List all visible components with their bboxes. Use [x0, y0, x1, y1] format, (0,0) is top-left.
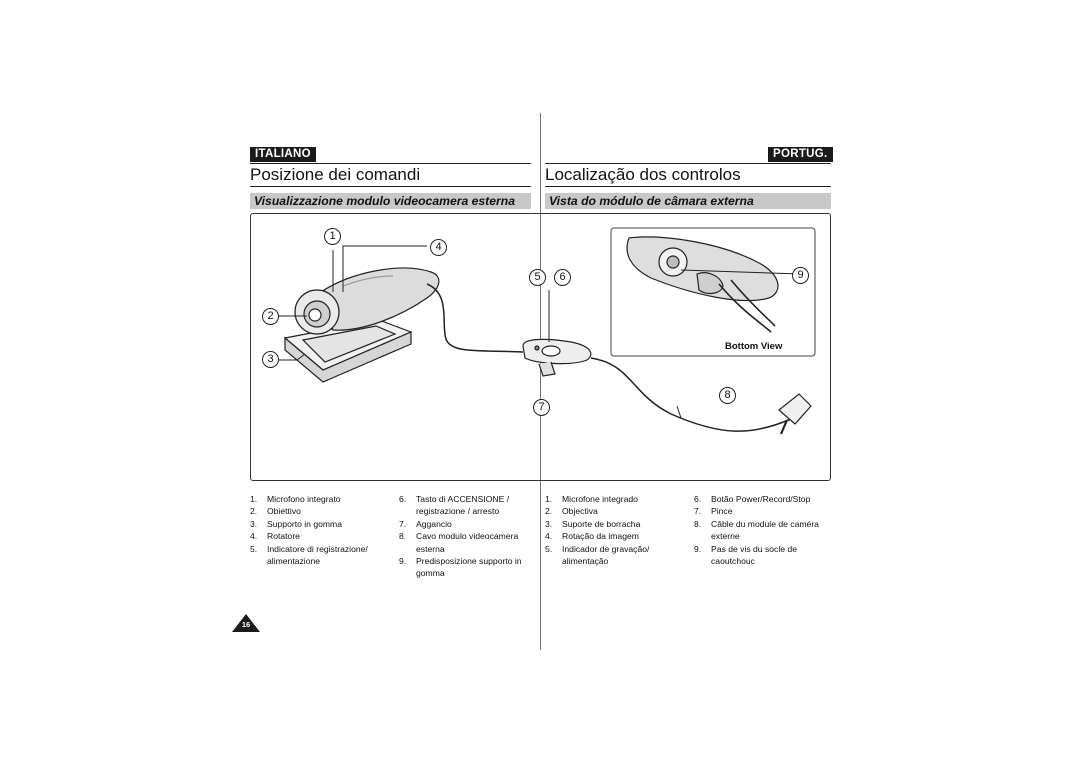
left-parts-list-2: 6.Tasto di ACCENSIONE / registrazione / … — [399, 493, 537, 580]
cable-plug — [778, 393, 812, 435]
list-item: 4.Rotatore — [250, 531, 300, 542]
callout-9: 9 — [792, 267, 809, 284]
right-page-title: Localização dos controlos — [545, 165, 741, 184]
left-parts-list-1: 1.Microfono integrato 2.Obiettivo 3.Supp… — [250, 493, 388, 567]
list-item: 1.Microfone integrado — [545, 494, 638, 504]
list-item: 5.Indicatore di registrazione/ alimentaz… — [250, 543, 368, 567]
callout-2: 2 — [262, 308, 279, 325]
callout-leader-lines — [277, 245, 802, 361]
left-title-rule — [250, 186, 531, 187]
list-item: 9.Predisposizione supporto in gomma — [399, 556, 522, 579]
list-item: 1.Microfono integrato — [250, 494, 341, 504]
list-item: 9.Pas de vis du socle de caoutchouc — [694, 543, 797, 567]
power-record-switch — [522, 338, 592, 377]
camera-cable-to-plug — [590, 357, 792, 432]
bottom-view-inset — [610, 227, 816, 357]
list-item: 8.Câble du module de caméra externe — [694, 518, 819, 542]
list-item: 5.Indicador de gravação/ alimentação — [545, 543, 650, 567]
left-header-rule — [250, 163, 531, 164]
language-tag-italiano: ITALIANO — [250, 147, 316, 162]
cable-break-mark — [676, 405, 682, 419]
camera-body — [294, 267, 440, 335]
callout-1: 1 — [324, 228, 341, 245]
page-number: 16 — [241, 620, 251, 629]
callout-4: 4 — [430, 239, 447, 256]
list-item: 6.Tasto di ACCENSIONE / registrazione / … — [399, 494, 510, 517]
list-item: 8.Cavo modulo videocamera esterna — [399, 531, 519, 554]
page-divider — [540, 113, 541, 650]
language-tag-portug: PORTUG. — [768, 147, 833, 162]
camera-module-illustration — [277, 227, 816, 435]
right-parts-list-1: 1.Microfone integrado 2.Objectiva 3.Supo… — [545, 493, 683, 567]
list-item: 2.Objectiva — [545, 506, 598, 517]
left-page-title: Posizione dei comandi — [250, 165, 421, 184]
right-title-rule — [545, 186, 831, 187]
left-section-subtitle: Visualizzazione modulo videocamera ester… — [250, 193, 531, 209]
list-item: 4.Rotação da imagem — [545, 531, 639, 542]
bottom-view-label: Bottom View — [725, 341, 783, 352]
callout-3: 3 — [262, 351, 279, 368]
list-item: 2.Obiettivo — [250, 506, 301, 517]
callout-8: 8 — [719, 387, 736, 404]
list-item: 3.Suporte de borracha — [545, 518, 641, 529]
camera-cable — [426, 283, 524, 353]
camera-module-figure: 1 2 3 4 5 6 7 8 9 Bottom View — [250, 213, 831, 481]
list-item: 7.Aggancio — [399, 518, 452, 529]
right-parts-list-2: 6.Botão Power/Record/Stop 7.Pince 8.Câbl… — [694, 493, 832, 567]
page-number-marker — [232, 614, 260, 632]
callout-5: 5 — [529, 269, 546, 286]
list-item: 7.Pince — [694, 506, 733, 517]
list-item: 3.Supporto in gomma — [250, 518, 342, 529]
list-item: 6.Botão Power/Record/Stop — [694, 494, 811, 504]
right-header-rule — [545, 163, 831, 164]
callout-6: 6 — [554, 269, 571, 286]
callout-7: 7 — [533, 399, 550, 416]
right-section-subtitle: Vista do módulo de câmara externa — [545, 193, 831, 209]
